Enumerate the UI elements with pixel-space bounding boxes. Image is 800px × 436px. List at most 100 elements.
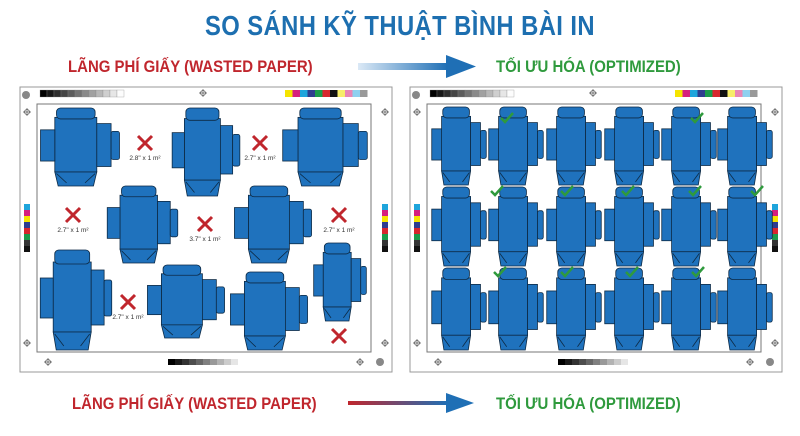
gray-bar-swatch [231, 359, 238, 365]
box-fold-line [557, 253, 585, 264]
box-side-flap [604, 128, 615, 161]
box-lid [245, 271, 285, 284]
box-side-flap [40, 129, 56, 162]
box-side-panel [470, 202, 481, 247]
box-fold-line [499, 253, 527, 264]
box-side-flap [537, 292, 544, 323]
box-side-flap [431, 208, 442, 242]
registration-mark-icon [23, 108, 31, 116]
box-bottom-flap [160, 324, 203, 339]
box-panel [727, 196, 757, 253]
checkmark-icon [688, 185, 702, 197]
box-side-flap [717, 208, 728, 242]
box-dieline [488, 106, 544, 186]
box-dieline [234, 185, 312, 264]
box-dieline [488, 267, 544, 351]
box-bottom-flap [441, 170, 472, 186]
color-bar-swatch [727, 90, 735, 97]
box-fold-line [299, 173, 342, 184]
box-side-flap [360, 265, 367, 295]
box-panel [498, 277, 529, 336]
gray-bar-swatch [182, 359, 189, 365]
gray-bar-swatch [607, 359, 614, 365]
box-panel [52, 261, 92, 333]
box-side-flap [653, 210, 660, 240]
gray-bar-swatch [492, 89, 501, 98]
box-side-panel [585, 202, 596, 247]
gray-bar-swatch [210, 359, 217, 365]
x-mark-icon [251, 134, 269, 152]
box-panel [441, 196, 472, 253]
x-mark-icon [119, 293, 137, 311]
color-bar-swatch [750, 90, 758, 97]
registration-mark-icon [356, 358, 364, 366]
box-lid [56, 107, 96, 120]
box-side-panel [527, 283, 538, 330]
box-side-panel [90, 269, 105, 326]
x-mark-icon [196, 215, 214, 233]
gray-bar-swatch [67, 89, 76, 98]
box-fold-line [249, 250, 289, 261]
box-side-flap [661, 128, 672, 161]
box-lid [672, 106, 700, 119]
box-fold-line [54, 333, 90, 347]
box-side-flap [480, 129, 487, 159]
box-panel [556, 277, 586, 336]
box-dieline [717, 186, 773, 267]
color-bar-swatch [382, 246, 388, 252]
box-bottom-flap [441, 251, 472, 267]
reg-cross [381, 339, 389, 347]
box-fold-line [442, 253, 470, 264]
box-panel [498, 115, 529, 172]
box-side-panel [350, 258, 362, 302]
color-bar-swatch [414, 210, 420, 216]
box-fold-line [185, 181, 220, 193]
box-side-flap [169, 208, 179, 238]
box-bottom-flap [52, 331, 92, 351]
box-bottom-flap [614, 334, 645, 351]
box-side-flap [232, 133, 241, 167]
color-bar-swatch [330, 90, 338, 97]
gray-bar-swatch [203, 359, 210, 365]
registration-mark-icon [199, 89, 207, 97]
gray-bar-swatch [464, 89, 473, 98]
box-bottom-flap [54, 171, 98, 187]
color-bar-swatch [315, 90, 323, 97]
box-lid [728, 106, 756, 119]
box-lid [728, 267, 756, 280]
box-lid [499, 186, 527, 199]
reg-cross [771, 339, 779, 347]
reg-cross [23, 108, 31, 116]
box-side-panel [284, 287, 300, 331]
box-fold-line [245, 337, 285, 348]
gray-bar-swatch [95, 89, 104, 98]
box-bottom-flap [119, 248, 158, 264]
corner-dot-icon [376, 358, 384, 366]
box-side-flap [717, 290, 728, 325]
registration-mark-icon [771, 108, 779, 116]
box-dieline [147, 264, 225, 339]
box-side-flap [147, 285, 162, 316]
box-lid [323, 242, 351, 255]
box-side-panel [585, 283, 596, 330]
box-lid [557, 106, 585, 119]
box-side-flap [595, 292, 602, 323]
box-lid [442, 267, 470, 280]
checkmark-icon [490, 185, 504, 197]
box-side-flap [488, 290, 499, 325]
gray-bar-swatch [81, 89, 90, 98]
gray-bar-swatch [621, 359, 628, 365]
box-side-flap [480, 292, 487, 323]
box-side-flap [282, 129, 299, 162]
reg-cross [413, 108, 421, 116]
box-bottom-flap [671, 251, 702, 267]
box-side-panel [96, 123, 112, 167]
registration-mark-icon [23, 339, 31, 347]
box-bottom-flap [727, 170, 758, 186]
gray-bar-swatch [46, 89, 55, 98]
box-side-panel [585, 122, 596, 166]
box-side-flap [357, 130, 368, 160]
box-fold-line [56, 173, 96, 184]
gray-bar-swatch [102, 89, 111, 98]
box-fold-line [323, 308, 351, 319]
